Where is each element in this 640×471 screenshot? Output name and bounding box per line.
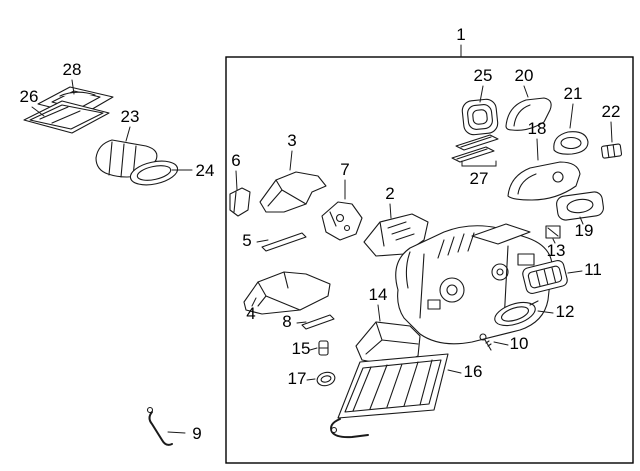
callout-25: 25 bbox=[474, 66, 493, 85]
callout-8: 8 bbox=[282, 312, 291, 331]
leader-line-6 bbox=[235, 170, 238, 191]
part-19-drawing bbox=[556, 191, 604, 221]
leader-line-23 bbox=[125, 126, 131, 142]
callout-1: 1 bbox=[456, 25, 465, 44]
leader-line-16 bbox=[447, 369, 462, 374]
callout-6: 6 bbox=[231, 151, 240, 170]
part-9-drawing bbox=[146, 406, 173, 446]
leader-line-22 bbox=[610, 121, 613, 143]
callout-3: 3 bbox=[287, 131, 296, 150]
leader-line-28 bbox=[71, 79, 75, 95]
leader-line-9 bbox=[167, 431, 186, 434]
callout-26: 26 bbox=[20, 87, 39, 106]
leader-line-21 bbox=[569, 103, 574, 129]
callout-24: 24 bbox=[196, 161, 215, 180]
leader-line-8 bbox=[296, 321, 307, 324]
leader-line-17 bbox=[306, 378, 316, 381]
callout-21: 21 bbox=[564, 84, 583, 103]
part-8-drawing bbox=[301, 314, 335, 330]
part-2-drawing bbox=[363, 213, 429, 257]
leader-line-25 bbox=[479, 85, 484, 103]
assembly-boundary-box bbox=[225, 56, 634, 464]
leader-line-18 bbox=[536, 138, 539, 161]
part-24-drawing bbox=[129, 160, 179, 186]
leader-line-12 bbox=[537, 310, 554, 314]
part-27-drawing bbox=[451, 134, 499, 163]
callout-5: 5 bbox=[242, 231, 251, 250]
callout-2: 2 bbox=[385, 184, 394, 203]
part-21-drawing bbox=[553, 131, 589, 155]
callout-12: 12 bbox=[556, 302, 575, 321]
callout-19: 19 bbox=[575, 221, 594, 240]
leader-line-15 bbox=[309, 347, 318, 351]
part-22-drawing bbox=[600, 143, 623, 159]
leader-line-2 bbox=[389, 203, 392, 219]
part-12-drawing bbox=[494, 300, 539, 327]
part-13-drawing bbox=[545, 225, 561, 239]
part-10-drawing bbox=[479, 333, 492, 351]
callout-23: 23 bbox=[121, 107, 140, 126]
callout-22: 22 bbox=[602, 102, 621, 121]
part-25-drawing bbox=[461, 98, 499, 136]
leader-line-26 bbox=[31, 106, 45, 117]
leader-line-20 bbox=[523, 85, 529, 98]
part-5-drawing bbox=[261, 232, 307, 252]
callout-9: 9 bbox=[192, 424, 201, 443]
callout-16: 16 bbox=[464, 362, 483, 381]
part-3-drawing bbox=[259, 171, 327, 213]
part-16-drawing bbox=[330, 353, 449, 439]
leader-line-13 bbox=[552, 238, 556, 244]
leader-line-3 bbox=[289, 150, 293, 171]
callout-14: 14 bbox=[369, 285, 388, 304]
callout-15: 15 bbox=[292, 339, 311, 358]
part-6-drawing bbox=[229, 187, 251, 217]
callout-7: 7 bbox=[340, 160, 349, 179]
leader-bracket-27 bbox=[461, 160, 497, 167]
callout-labels: 1 2 3 4 5 6 7 8 9 10 11 12 13 14 15 16 1… bbox=[20, 25, 621, 443]
part-20-drawing bbox=[505, 97, 552, 131]
part-11-drawing bbox=[522, 260, 568, 294]
part-26-drawing bbox=[23, 100, 110, 134]
callout-27: 27 bbox=[470, 169, 489, 188]
leader-line-10 bbox=[493, 341, 509, 346]
part-18-drawing bbox=[507, 161, 581, 201]
callout-11: 11 bbox=[584, 260, 602, 279]
part-17-drawing bbox=[316, 371, 336, 387]
leader-line-4 bbox=[251, 297, 257, 307]
leader-line-11 bbox=[567, 270, 583, 274]
leader-line-5 bbox=[256, 239, 269, 243]
callout-10: 10 bbox=[510, 334, 529, 353]
leader-line-14 bbox=[377, 304, 381, 322]
callout-18: 18 bbox=[528, 119, 547, 138]
callout-4: 4 bbox=[246, 304, 255, 323]
part-4-drawing bbox=[243, 271, 331, 315]
leader-line-19 bbox=[579, 216, 584, 225]
part-15-drawing bbox=[318, 340, 329, 356]
callout-28: 28 bbox=[63, 60, 82, 79]
callout-20: 20 bbox=[515, 66, 534, 85]
callout-13: 13 bbox=[547, 241, 566, 260]
part-7-drawing bbox=[321, 201, 363, 241]
leader-lines bbox=[31, 44, 613, 434]
callout-17: 17 bbox=[288, 369, 307, 388]
